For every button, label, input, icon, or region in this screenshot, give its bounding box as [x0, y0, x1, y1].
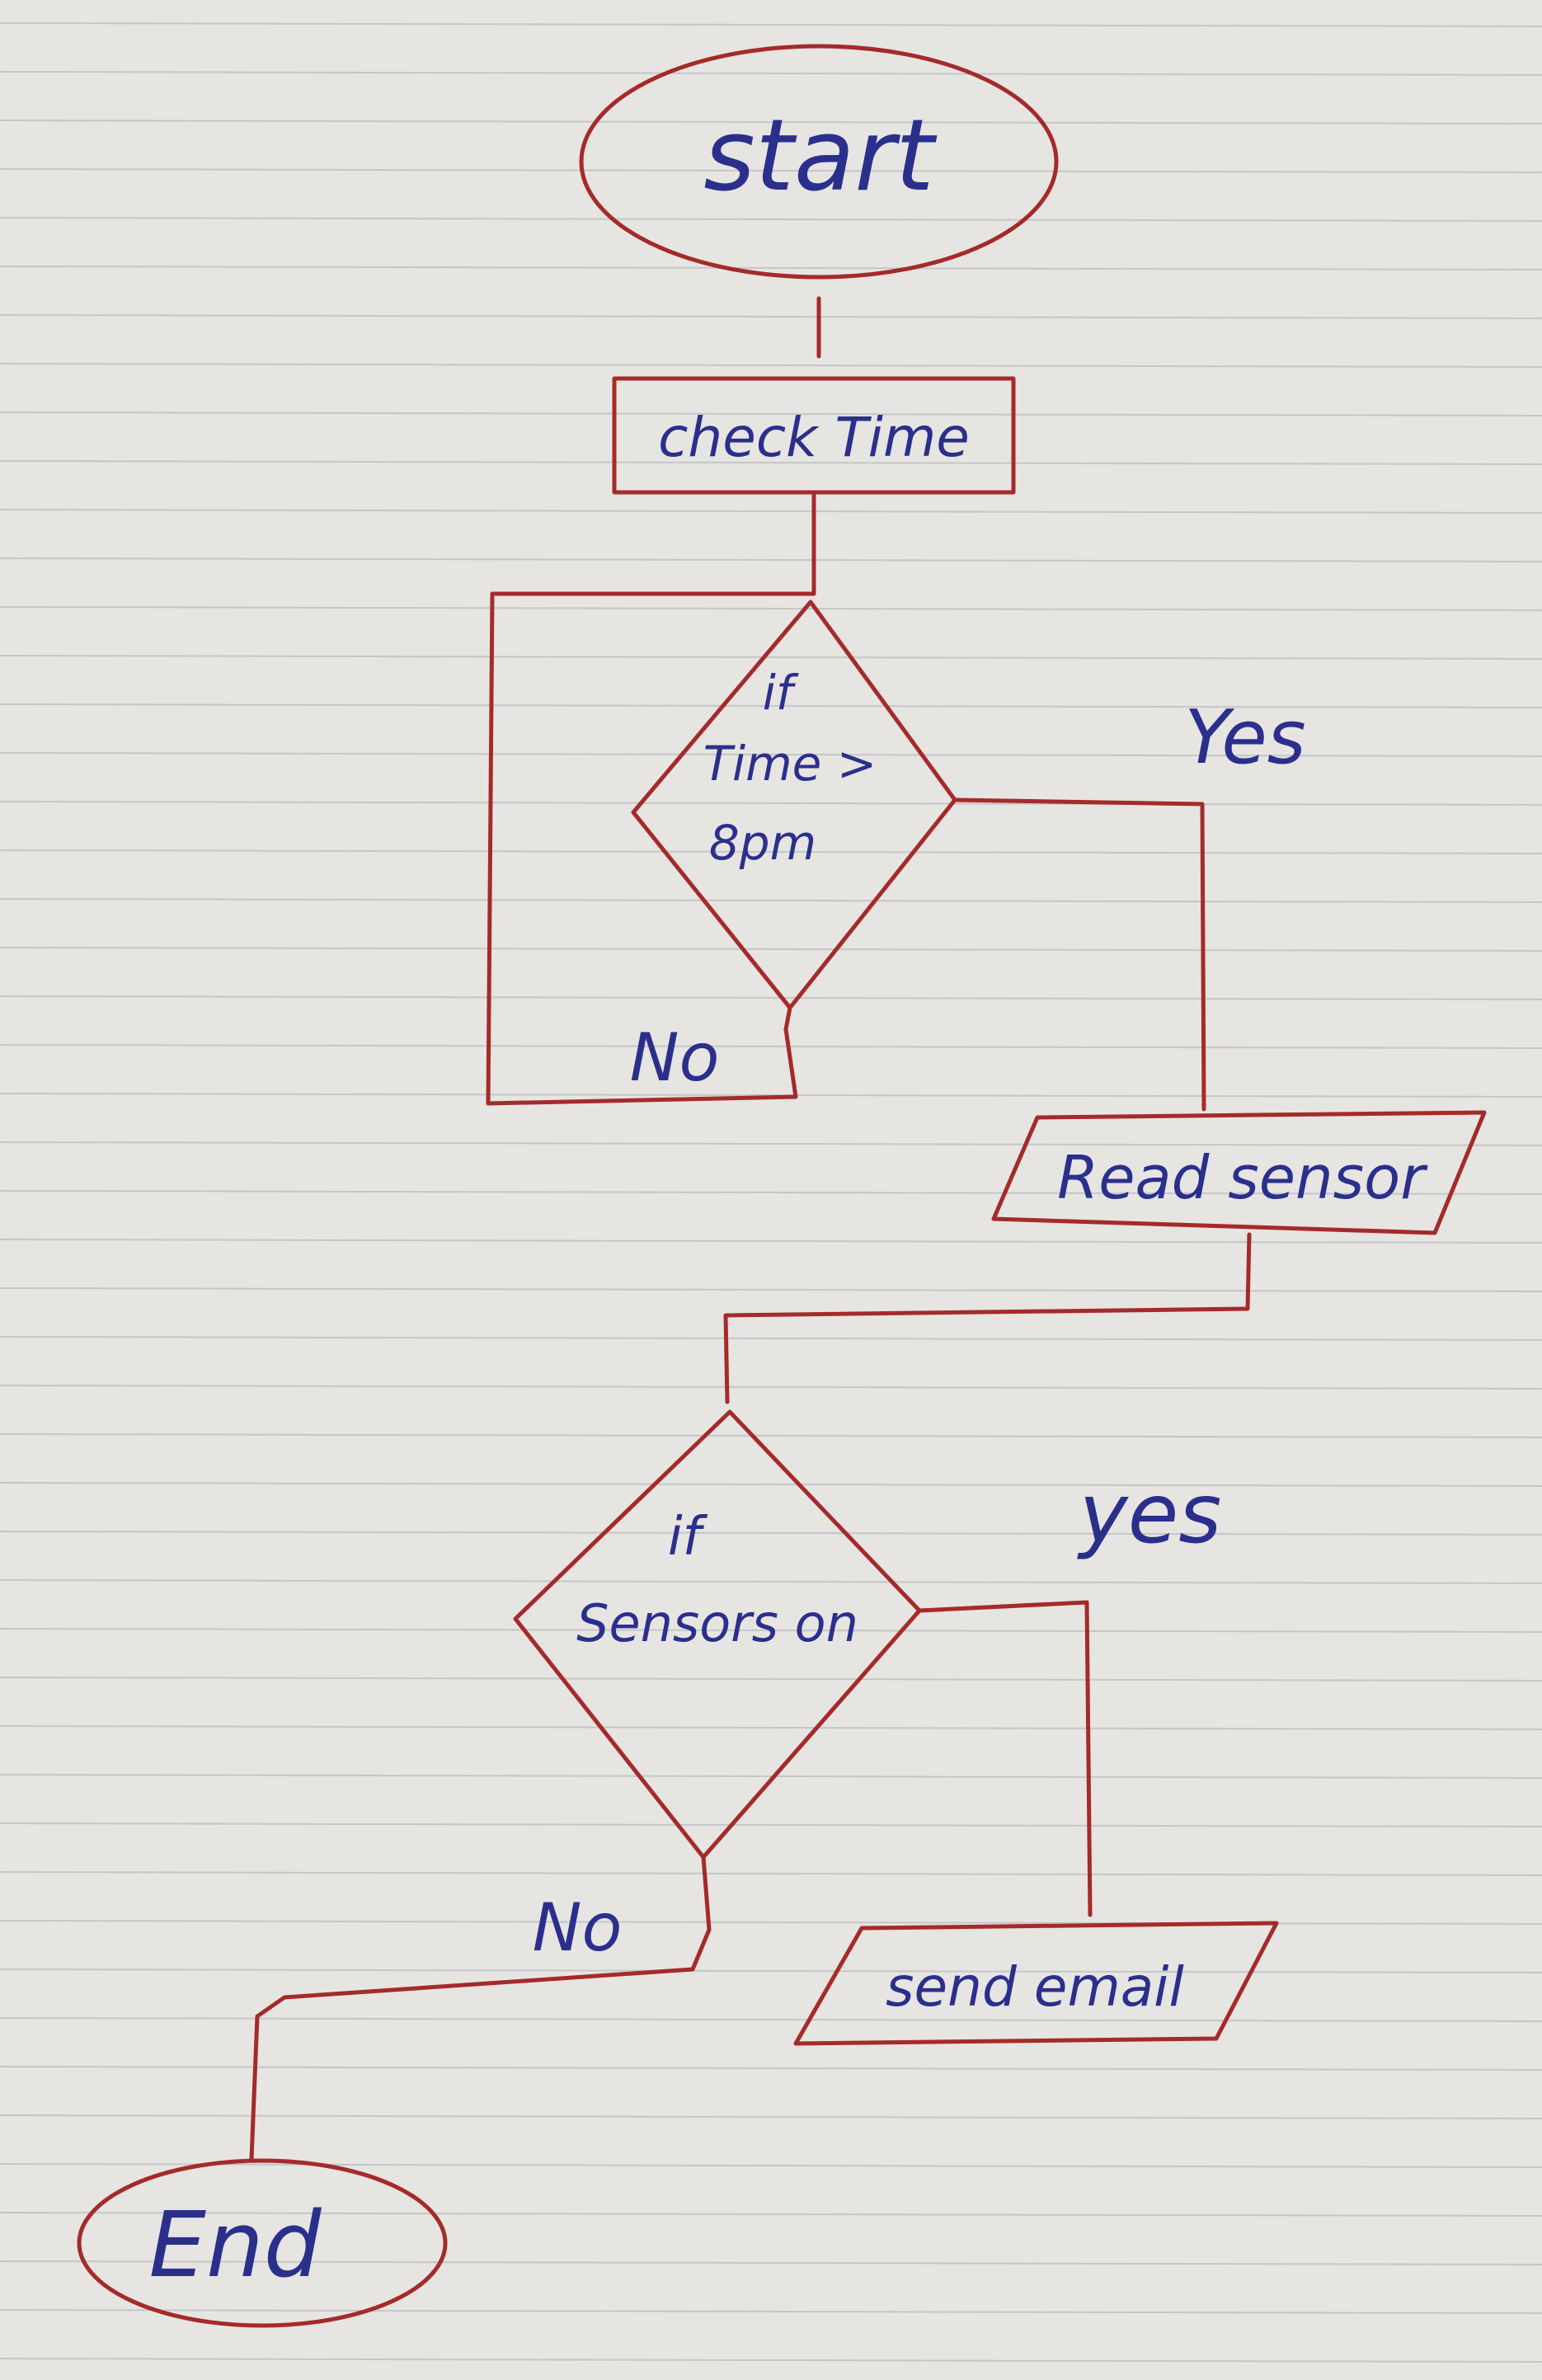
ruled-line — [0, 1823, 1542, 1827]
ruled-line — [0, 1044, 1542, 1049]
ruled-line — [0, 266, 1542, 270]
ruled-line — [0, 1628, 1542, 1633]
ruled-line — [0, 849, 1542, 854]
ruled-line — [0, 1677, 1542, 1682]
start-label: start — [703, 99, 937, 214]
connector-time-yes-to-read-sensor — [952, 797, 1206, 1112]
ruled-line — [0, 1725, 1542, 1730]
ruled-line — [0, 1579, 1542, 1584]
edge-label-sensors-no: No — [533, 1889, 623, 1966]
ruled-line — [0, 898, 1542, 903]
ruled-line — [0, 22, 1542, 27]
ruled-line — [0, 2309, 1542, 2314]
ruled-line — [0, 363, 1542, 368]
ruled-line — [0, 1336, 1542, 1341]
connector-read-sensor-to-sensors-decision — [723, 1232, 1252, 1404]
ruled-line — [0, 460, 1542, 465]
ruled-line — [0, 1239, 1542, 1244]
ruled-line — [0, 1968, 1542, 1973]
ruled-line — [0, 1190, 1542, 1195]
ruled-line — [0, 71, 1542, 76]
ruled-line — [0, 509, 1542, 514]
connector-time-no-loop — [486, 591, 798, 1106]
ruled-line — [0, 1093, 1542, 1098]
ruled-line — [0, 412, 1542, 416]
start-terminator — [579, 44, 1059, 280]
ruled-line — [0, 2163, 1542, 2168]
end-label: End — [148, 2192, 322, 2298]
ruled-line — [0, 314, 1542, 319]
check-time-label: check Time — [658, 406, 970, 469]
ruled-line — [0, 2114, 1542, 2119]
read-sensor-label: Read sensor — [1057, 1143, 1428, 1212]
connector-sensors-no-to-end — [249, 1855, 712, 2161]
ruled-line — [0, 217, 1542, 222]
ruled-line — [0, 1482, 1542, 1487]
ruled-line — [0, 1531, 1542, 1536]
connector-sensors-yes-to-send-email — [917, 1600, 1093, 1917]
send-email-io — [793, 1921, 1279, 2046]
ruled-line — [0, 752, 1542, 757]
sensors-decision-line-2: Sensors on — [576, 1593, 858, 1653]
ruled-line — [0, 1774, 1542, 1779]
edge-label-time-no: No — [630, 1019, 720, 1096]
ruled-line — [0, 947, 1542, 952]
end-terminator — [77, 2158, 448, 2328]
ruled-line — [0, 2212, 1542, 2217]
ruled-line — [0, 1385, 1542, 1390]
ruled-line — [0, 1871, 1542, 1876]
ruled-line — [0, 2260, 1542, 2265]
ruled-line — [0, 120, 1542, 125]
ruled-line — [0, 655, 1542, 660]
ruled-line — [0, 606, 1542, 611]
ruled-line — [0, 703, 1542, 708]
ruled-line — [0, 2358, 1542, 2363]
ruled-line — [0, 1141, 1542, 1146]
ruled-line — [0, 168, 1542, 173]
read-sensor-io — [991, 1110, 1487, 1235]
edge-label-time-yes: Yes — [1184, 694, 1305, 781]
ruled-line — [0, 801, 1542, 806]
send-email-label: send email — [886, 1955, 1184, 2019]
connector-check-time-to-time-decision — [490, 490, 816, 596]
ruled-line — [0, 1433, 1542, 1438]
ruled-line — [0, 1287, 1542, 1292]
time-decision-line-3: 8pm — [709, 815, 816, 871]
time-decision-line-2: Time > — [703, 736, 877, 792]
ruled-line — [0, 557, 1542, 562]
edge-label-sensors-yes: yes — [1077, 1465, 1222, 1562]
ruled-line — [0, 1920, 1542, 1925]
ruled-line — [0, 995, 1542, 1000]
ruled-lines — [0, 22, 1542, 2363]
